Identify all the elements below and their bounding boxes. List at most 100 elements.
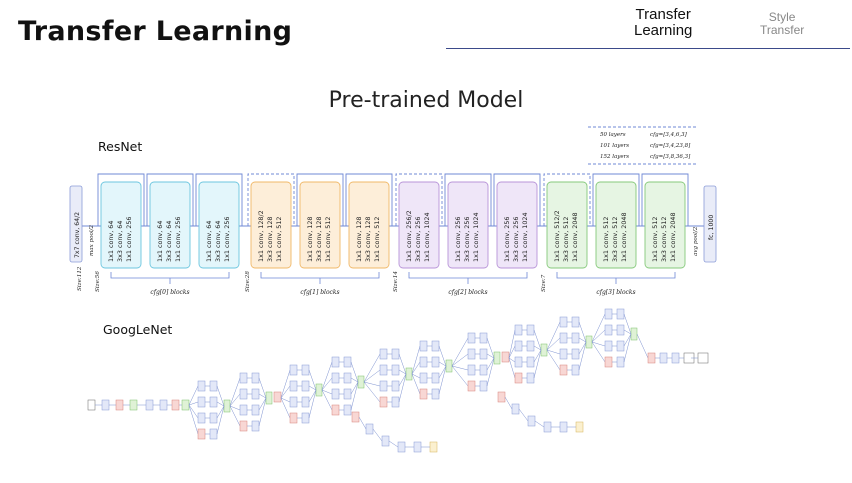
resnet-layer-label: 1x1 conv, 64 [107, 221, 115, 262]
googlenet-node [391, 396, 400, 408]
googlenet-edge [216, 405, 225, 435]
googlenet-node [391, 348, 400, 360]
googlenet-node [467, 348, 476, 360]
googlenet-node [209, 412, 218, 424]
googlenet-node [571, 348, 580, 360]
resnet-layer-label: 3x3 conv, 64 [214, 221, 222, 262]
googlenet-edge [321, 389, 333, 395]
resnet-layer-label: 1x1 conv, 2048 [620, 212, 628, 262]
googlenet-edge [411, 361, 421, 375]
googlenet-edge [188, 401, 199, 406]
googlenet-edge [398, 353, 407, 375]
head-pool-label: avg pool/2 [693, 226, 699, 256]
googlenet-edge [229, 405, 241, 427]
googlenet-node [197, 396, 206, 408]
resnet-layer-label: 1x1 conv, 256 [223, 217, 231, 262]
stem-conv-box [69, 185, 83, 263]
googlenet-node [379, 364, 388, 376]
skip-connection [444, 173, 492, 226]
nav-tab-style-transfer[interactable]: Style Transfer [760, 11, 804, 36]
resnet-layer-label: 1x1 conv, 64 [156, 221, 164, 262]
googlenet-edge [636, 333, 649, 359]
googlenet-node [379, 348, 388, 360]
googlenet-edge [308, 385, 317, 391]
resnet-layer-label: 1x1 conv, 512/2 [553, 210, 561, 262]
googlenet-node [616, 340, 625, 352]
googlenet-node [379, 380, 388, 392]
googlenet-node [181, 399, 190, 411]
googlenet-edge [280, 385, 291, 399]
resnet-block [546, 181, 588, 269]
googlenet-edge [258, 397, 267, 427]
googlenet-node [514, 356, 523, 368]
googlenet-graph [87, 308, 709, 453]
googlenet-edge [280, 369, 291, 399]
googlenet-node [493, 351, 501, 365]
resnet-block [198, 181, 240, 269]
googlenet-edge [258, 377, 267, 399]
googlenet-node [197, 380, 206, 392]
googlenet-edge [258, 397, 267, 411]
googlenet-node [526, 340, 535, 352]
skip-connection [592, 173, 640, 226]
googlenet-node [343, 356, 352, 368]
googlenet-node [604, 356, 613, 368]
nav-tab-transfer-learning[interactable]: Transfer Learning [634, 7, 692, 39]
googlenet-node [343, 404, 352, 416]
googlenet-edge [411, 345, 421, 375]
resnet-layer-label: 1x1 conv, 512 [651, 217, 659, 262]
googlenet-edge [578, 341, 587, 371]
googlenet-edge [229, 393, 241, 407]
googlenet-node [343, 388, 352, 400]
googlenet-node [209, 396, 218, 408]
googlenet-edge [321, 361, 333, 391]
googlenet-node [431, 388, 440, 400]
config-depth: 152 layers [600, 154, 629, 160]
googlenet-node [365, 423, 374, 435]
googlenet-node [514, 372, 523, 384]
googlenet-node [357, 375, 365, 389]
googlenet-edge [438, 365, 447, 395]
googlenet-label: GoogLeNet [103, 322, 173, 337]
googlenet-node [429, 441, 438, 453]
googlenet-node [540, 343, 548, 357]
config-depth: 50 layers [600, 132, 626, 138]
googlenet-edge [533, 329, 542, 351]
skip-connection [641, 173, 689, 226]
googlenet-edge [308, 389, 317, 403]
resnet-layer-label: 1x1 conv, 1024 [521, 212, 529, 262]
resnet-layer-label: 3x3 conv, 64 [165, 221, 173, 262]
googlenet-edge [350, 381, 359, 395]
resnet-layer-label: 3x3 conv, 256 [512, 217, 520, 262]
resnet-layer-label: 1x1 conv, 64 [205, 221, 213, 262]
googlenet-edge [486, 353, 495, 359]
resnet-layer-label: 3x3 conv, 512 [611, 217, 619, 262]
googlenet-node [604, 308, 613, 320]
googlenet-node [251, 420, 260, 432]
googlenet-node [197, 412, 206, 424]
resnet-layer-label: 1x1 conv, 256 [174, 217, 182, 262]
resnet-layer-label: 1x1 conv, 128 [355, 217, 363, 262]
googlenet-node [315, 383, 323, 397]
googlenet-node [145, 399, 154, 411]
googlenet-edge [308, 369, 317, 391]
googlenet-edge [438, 361, 447, 367]
googlenet-node [251, 404, 260, 416]
googlenet-edge [229, 377, 241, 407]
config-cfg: cfg=[3,8,36,3] [650, 154, 691, 160]
googlenet-node [616, 356, 625, 368]
googlenet-node [115, 399, 124, 411]
resnet-layer-label: 1x1 conv, 1024 [423, 212, 431, 262]
googlenet-edge [280, 397, 291, 403]
googlenet-node [419, 372, 428, 384]
config-cfg: cfg=[3,4,6,3] [650, 132, 688, 138]
resnet-layer-label: 1x1 conv, 256/2 [405, 210, 413, 262]
googlenet-node [397, 441, 406, 453]
slide-subtitle: Pre-trained Model [328, 88, 524, 113]
stem-conv-label: 7x7 conv, 64/2 [74, 212, 81, 258]
googlenet-edge [350, 381, 359, 411]
googlenet-edge [363, 369, 381, 383]
googlenet-edge [258, 393, 267, 399]
